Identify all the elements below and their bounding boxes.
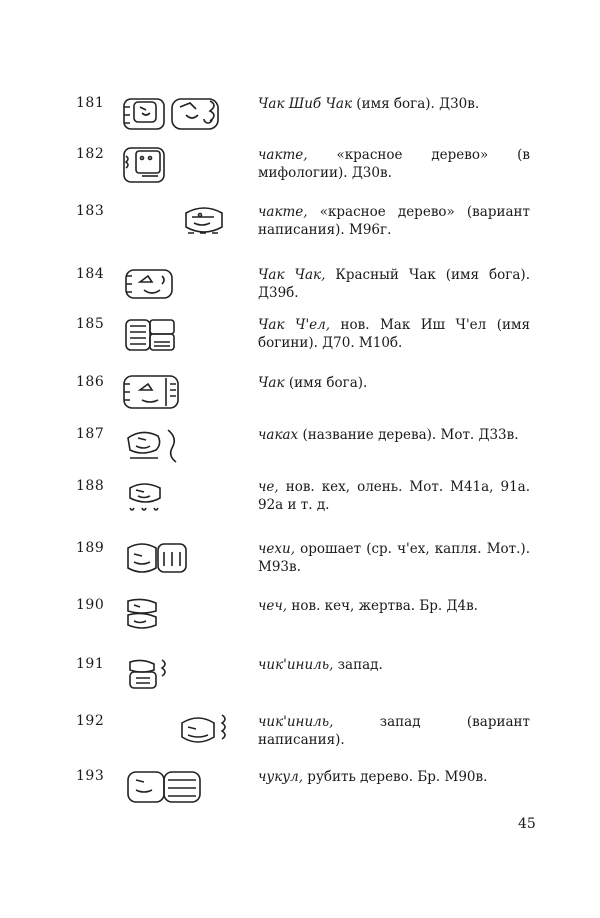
entry-number: 189 [76,540,105,556]
entry-term: чеч, [258,598,288,614]
glyph-block-icon [180,203,228,243]
entry-number: 181 [76,95,105,111]
entry-description: чик'иниль, запад. [258,656,530,674]
entry-number: 185 [76,316,105,332]
entry-description: Чак Шиб Чак (имя бога). Д30в. [258,95,530,113]
entry-description: чакте, «красное дерево» (вариант написан… [258,203,530,239]
entry-description: чеч, нов. кеч, жертва. Бр. Д4в. [258,597,530,615]
entry-term: чик'иниль, [258,714,334,730]
entry-number: 190 [76,597,105,613]
glyph-block-icon [124,426,186,466]
glyph-block-icon [176,713,238,753]
entry-description: чакте, «красное дерево» (в мифологии). Д… [258,146,530,182]
entry-number: 184 [76,266,105,282]
page-number: 45 [518,816,536,832]
entry-description: чехи, орошает (ср. ч'ех, капля. Мот.). М… [258,540,530,576]
entry-description: Чак Ч'ел, нов. Мак Иш Ч'ел (имя богини).… [258,316,530,352]
entry-term: че, [258,479,279,495]
glyph-block-icon [122,266,178,306]
entry-description: чаках (название дерева). Мот. Д33в. [258,426,530,444]
entry-text: «красное дерево» (вариант написания). М9… [258,204,530,238]
entry-number: 193 [76,768,105,784]
glyph-block-icon [120,95,228,135]
entry-term: чик'иниль, [258,657,334,673]
glyph-block-icon [122,316,182,356]
glyph-block-icon [124,478,172,518]
entry-term: чукул, [258,769,304,785]
entry-number: 187 [76,426,105,442]
entry-text: (имя бога). [284,375,368,391]
entry-term: Чак Шиб Чак [258,96,353,112]
entry-text: нов. кеч, жертва. Бр. Д4в. [287,598,478,614]
entry-text: (название дерева). Мот. Д33в. [298,427,519,443]
entry-text: (имя бога). Д30в. [352,96,480,112]
entry-description: чукул, рубить дерево. Бр. М90в. [258,768,530,786]
glyph-block-icon [124,768,206,808]
glyph-block-icon [124,540,190,580]
entry-number: 186 [76,374,105,390]
entry-description: Чак Чак, Красный Чак (имя бога). Д39б. [258,266,530,302]
glyph-block-icon [124,597,164,637]
entry-number: 182 [76,146,105,162]
glyph-block-icon [120,374,182,414]
entry-term: чакте, [258,147,308,163]
entry-term: чаках [258,427,299,443]
entry-text: Красный Чак (имя бога). Д39б. [258,267,530,301]
entry-text: нов. Мак Иш Ч'ел (имя богини). Д70. М10б… [258,317,530,351]
entry-description: Чак (имя бога). [258,374,530,392]
entry-term: Чак Ч'ел, [258,317,331,333]
entry-number: 188 [76,478,105,494]
entry-text: «красное дерево» (в мифологии). Д30в. [258,147,530,181]
entry-description: че, нов. кех, олень. Мот. М41а, 91а. 92а… [258,478,530,514]
entry-term: Чак [258,375,285,391]
entry-term: чакте, [258,204,308,220]
entry-text: запад. [333,657,383,673]
glyph-block-icon [120,146,170,186]
entry-text: рубить дерево. Бр. М90в. [303,769,488,785]
entry-number: 183 [76,203,105,219]
entry-term: Чак Чак, [258,267,326,283]
entry-number: 191 [76,656,105,672]
entry-term: чехи, [258,541,295,557]
entry-text: орошает (ср. ч'ех, капля. Мот.). М93в. [258,541,530,575]
entry-text: нов. кех, олень. Мот. М41а, 91а. 92а и т… [258,479,530,513]
entry-number: 192 [76,713,105,729]
entry-text: запад (вариант написания). [258,714,530,748]
glyph-block-icon [124,656,176,696]
entry-description: чик'иниль, запад (вариант написания). [258,713,530,749]
